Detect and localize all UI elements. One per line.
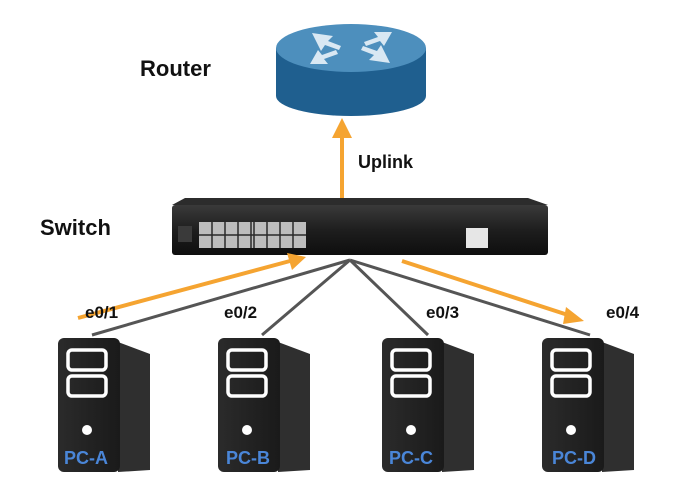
pc-side-panel	[118, 342, 150, 472]
pc-side-panel	[602, 342, 634, 472]
port-label-e0-4: e0/4	[606, 303, 640, 322]
pc-b-tower-icon	[218, 338, 310, 472]
cable-pc-a	[91, 258, 351, 337]
pc-d-tower-icon	[542, 338, 634, 472]
pc-side-panel	[278, 342, 310, 472]
pc-power-button	[82, 425, 92, 435]
router-arrows-icon	[310, 32, 392, 64]
switch	[172, 198, 548, 255]
port-label-e0-1: e0/1	[85, 303, 118, 322]
pc-c-label: PC-C	[389, 448, 433, 468]
pc-drive-bay	[550, 348, 592, 372]
pc-side-panel	[442, 342, 474, 472]
cable-pc-b	[261, 258, 351, 337]
cable-pc-c	[348, 258, 430, 337]
traffic-arrow-in	[77, 253, 306, 320]
pc-a-tower-icon	[58, 338, 150, 472]
pc-a-label: PC-A	[64, 448, 108, 468]
pc-d-label: PC-D	[552, 448, 596, 468]
pc-c-tower-icon	[382, 338, 474, 472]
cables	[91, 258, 591, 337]
switch-label: Switch	[40, 215, 111, 240]
port-label-e0-2: e0/2	[224, 303, 257, 322]
pc-power-button	[406, 425, 416, 435]
uplink-label: Uplink	[358, 152, 414, 172]
port-label-e0-3: e0/3	[426, 303, 459, 322]
router-label: Router	[140, 56, 211, 81]
router-top	[276, 24, 426, 72]
pc-drive-bay	[550, 374, 592, 398]
router	[276, 24, 426, 116]
cable-pc-d	[349, 258, 591, 337]
switch-sticker	[466, 228, 488, 248]
pc-b-label: PC-B	[226, 448, 270, 468]
pc-drive-bay	[390, 348, 432, 372]
pc-drive-bay	[226, 374, 268, 398]
pc-power-button	[242, 425, 252, 435]
switch-port-grid	[199, 222, 306, 248]
pc-drive-bay	[226, 348, 268, 372]
pc-drive-bay	[390, 374, 432, 398]
traffic-arrow-out	[401, 259, 584, 324]
pc-drive-bay	[66, 374, 108, 398]
switch-top-face	[172, 198, 548, 205]
pc-power-button	[566, 425, 576, 435]
switch-status-leds	[178, 226, 192, 242]
pc-drive-bay	[66, 348, 108, 372]
